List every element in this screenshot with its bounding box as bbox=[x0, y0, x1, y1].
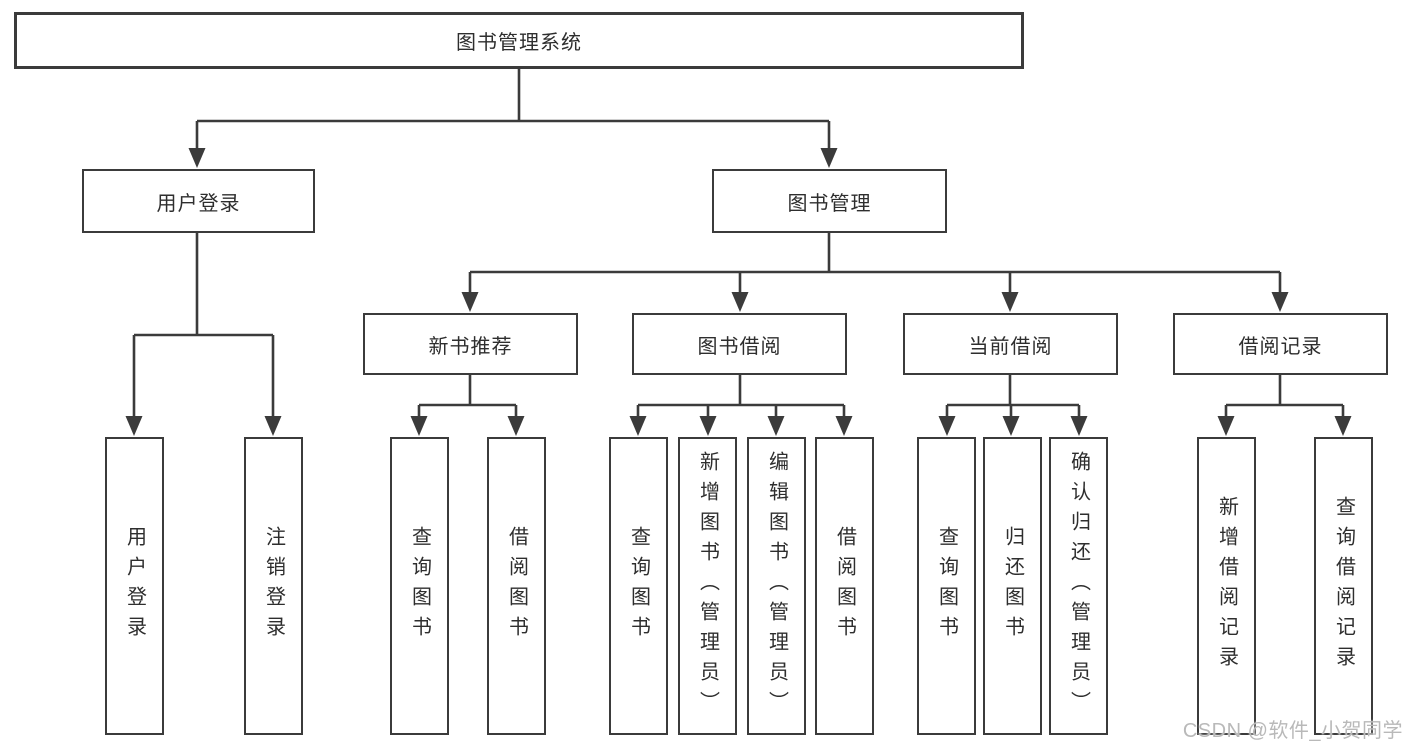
arrowheads bbox=[125, 148, 1352, 436]
leaf-query-book-2: 查询图书 bbox=[609, 437, 668, 735]
leaf-add-borrow-record: 新增借阅记录 bbox=[1197, 437, 1256, 735]
node-book-borrow: 图书借阅 bbox=[632, 313, 847, 375]
leaf-confirm-return-admin: 确认归还（管理员） bbox=[1049, 437, 1108, 735]
node-current-borrow: 当前借阅 bbox=[903, 313, 1118, 375]
leaf-query-book-1: 查询图书 bbox=[390, 437, 449, 735]
leaf-query-borrow-record: 查询借阅记录 bbox=[1314, 437, 1373, 735]
leaf-logout: 注销登录 bbox=[244, 437, 303, 735]
node-book-management: 图书管理 bbox=[712, 169, 947, 233]
node-new-book-recommend: 新书推荐 bbox=[363, 313, 578, 375]
leaf-user-login: 用户登录 bbox=[105, 437, 164, 735]
leaf-borrow-book-1: 借阅图书 bbox=[487, 437, 546, 735]
node-borrow-record: 借阅记录 bbox=[1173, 313, 1388, 375]
leaf-query-book-3: 查询图书 bbox=[917, 437, 976, 735]
node-user-login: 用户登录 bbox=[82, 169, 315, 233]
leaf-return-book: 归还图书 bbox=[983, 437, 1042, 735]
csdn-watermark: CSDN @软件_小贺同学 bbox=[1182, 720, 1403, 742]
node-library-management-system: 图书管理系统 bbox=[14, 12, 1024, 69]
leaf-add-book-admin: 新增图书（管理员） bbox=[678, 437, 737, 735]
leaf-edit-book-admin: 编辑图书（管理员） bbox=[747, 437, 806, 735]
leaf-borrow-book-2: 借阅图书 bbox=[815, 437, 874, 735]
